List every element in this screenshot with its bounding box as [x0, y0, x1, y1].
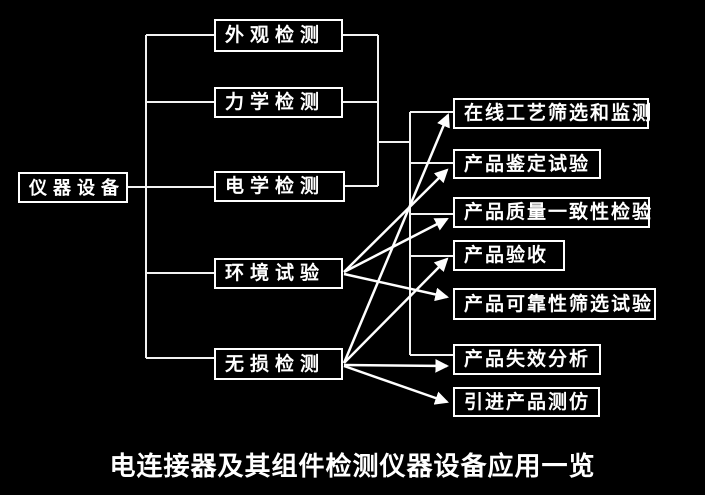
node-product-failure-analysis: 产品失效分析 [453, 344, 601, 375]
node-nondestructive-inspection: 无损检测 [214, 348, 343, 380]
node-product-reliability-screening-test: 产品可靠性筛选试验 [453, 288, 656, 320]
node-imported-product-test-imitation: 引进产品测仿 [453, 387, 600, 417]
application-bus-lines [409, 111, 453, 356]
node-product-qualification-test: 产品鉴定试验 [453, 149, 601, 179]
arrows-from-environmental-test [343, 168, 450, 302]
node-product-quality-consistency-inspection: 产品质量一致性检验 [453, 197, 651, 228]
category-merge-bus-lines [343, 34, 410, 187]
node-instrument-equipment: 仪器设备 [18, 172, 128, 203]
node-mechanical-inspection: 力学检测 [214, 87, 343, 118]
node-product-acceptance: 产品验收 [453, 240, 565, 271]
root-bus-lines [128, 34, 214, 359]
arrows-from-nondestructive-inspection [342, 113, 450, 405]
node-visual-inspection: 外观检测 [214, 19, 343, 52]
node-electrical-inspection: 电学检测 [214, 171, 345, 202]
diagram-title: 电连接器及其组件检测仪器设备应用一览 [109, 451, 596, 481]
node-online-process-screening-monitoring: 在线工艺筛选和监测 [453, 98, 651, 129]
node-environmental-test: 环境试验 [214, 258, 343, 289]
